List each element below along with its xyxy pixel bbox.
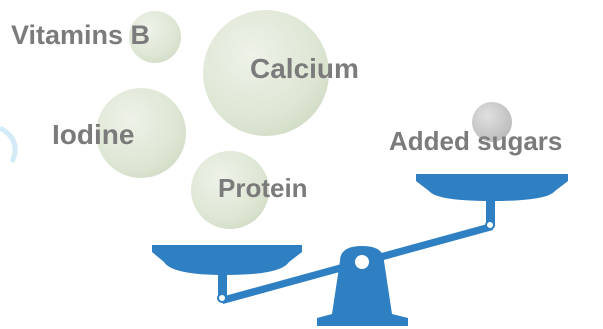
label-iodine: Iodine [52,121,134,149]
label-vitamins-b: Vitamins B [11,22,150,49]
label-protein: Protein [218,175,308,201]
decorative-swoosh [0,128,15,162]
label-calcium: Calcium [250,55,359,83]
label-added-sugars: Added sugars [389,128,562,154]
